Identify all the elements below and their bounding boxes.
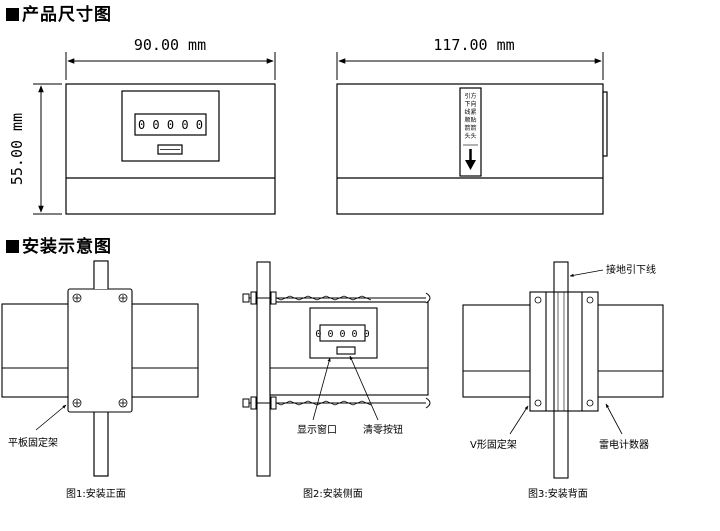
reset-button-leader [349,355,379,421]
front-width-dimension [65,52,276,80]
svg-text:头头: 头头 [464,132,476,140]
reset-button-label: 清零按钮 [363,423,403,436]
display-window-label: 显示窗口 [297,423,337,436]
fig1-caption: 图1:安装正面 [66,487,126,500]
svg-text:线紧: 线紧 [464,108,476,116]
v-bracket-leader [509,405,529,435]
bolt-hole-icon [534,296,594,407]
height-dimension [33,83,62,215]
counter-display-front: 0 0 0 0 0 [138,118,203,132]
svg-text:下向: 下向 [464,100,476,108]
flat-bracket-leader [35,404,67,431]
screw-icon [72,293,128,408]
install-section-title: 安装示意图 [6,232,112,257]
ground-lead-leader [569,269,604,277]
front-width-label: 90.00 mm [134,36,206,54]
height-label: 55.00 mm [8,113,26,185]
fig3-caption: 图3:安装背面 [528,487,588,500]
counter-display-side: 0 0 0 0 0 [315,329,369,340]
down-arrow-icon [465,149,476,170]
fig2-caption: 图2:安装侧面 [303,487,363,500]
fig2-side-install [256,261,429,477]
flat-bracket-label: 平板固定架 [8,436,58,449]
display-window-leader [312,357,331,421]
counter-label: 雷电计数器 [599,438,649,451]
svg-text:引方: 引方 [464,92,476,100]
ground-lead-label: 接地引下线 [606,263,656,276]
svg-text:箭箭: 箭箭 [464,124,476,132]
dimension-title-text: 产品尺寸图 [22,5,112,25]
dimension-section-title: 产品尺寸图 [6,0,112,25]
side-width-dimension [336,52,604,80]
v-bracket-label: V形固定架 [470,438,517,451]
bullet-square-icon [6,8,19,21]
side-width-label: 117.00 mm [433,36,514,54]
fig1-front-install [1,260,199,477]
bullet-square-icon [6,240,19,253]
fig3-back-install [462,261,664,479]
threaded-rod-icon [242,291,431,410]
svg-text:顺贴: 顺贴 [464,116,476,124]
side-sticker-text: 引方 下向 线紧 顺贴 箭箭 头头 [464,92,476,140]
install-title-text: 安装示意图 [22,237,112,257]
front-view [65,83,276,215]
counter-leader [605,403,623,435]
